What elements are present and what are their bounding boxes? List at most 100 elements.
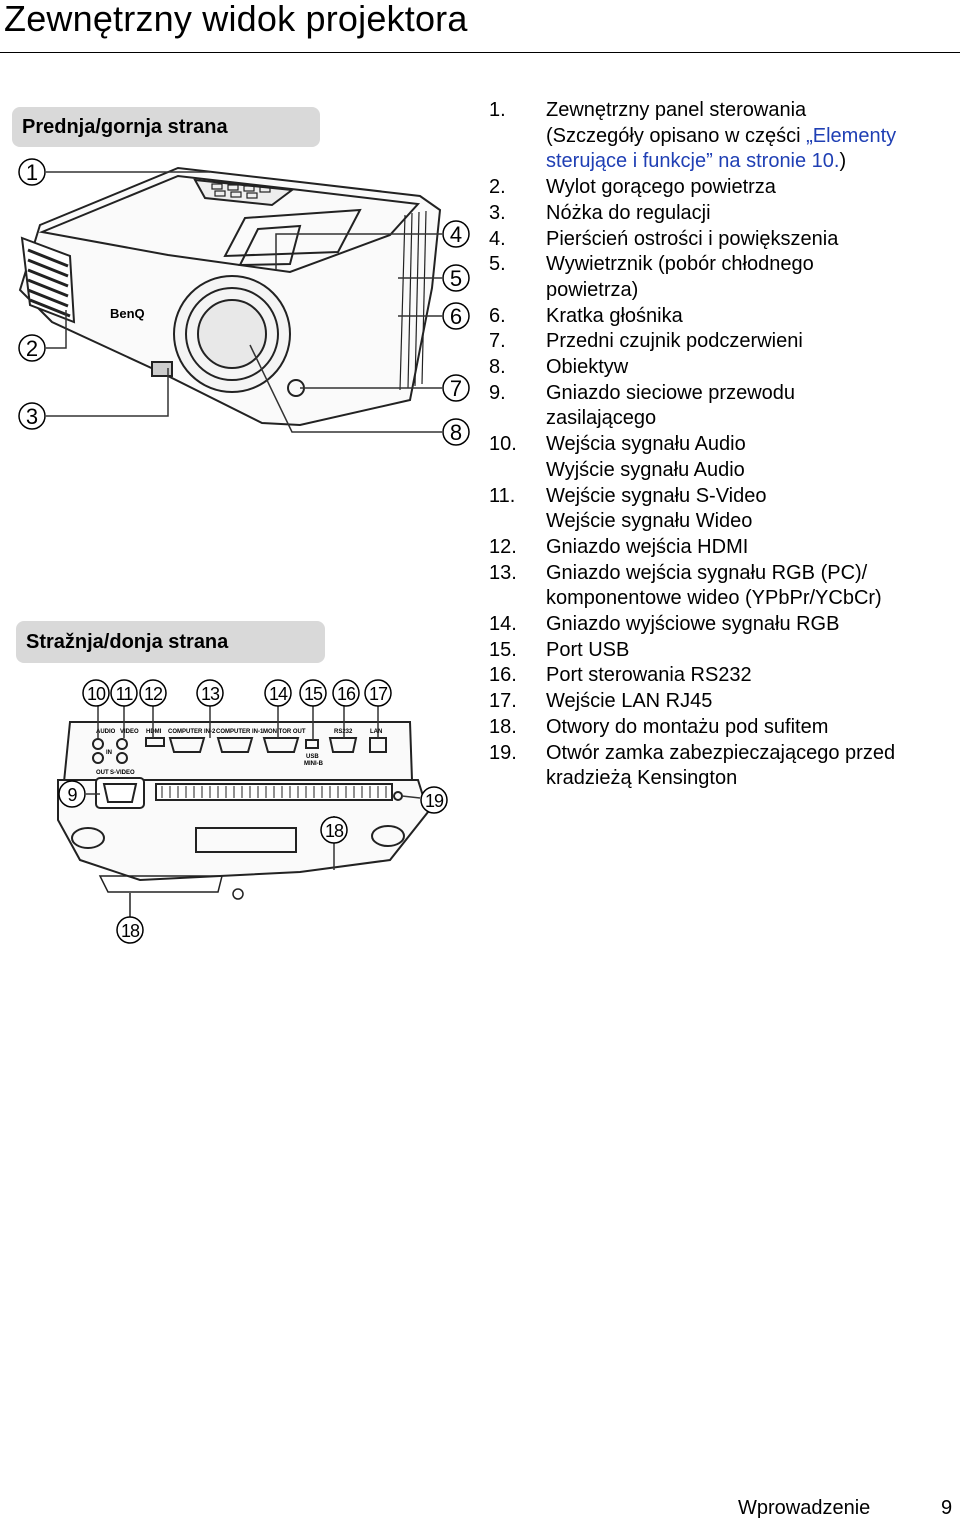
svg-text:14: 14 [269, 684, 288, 704]
port-label-usb: USB [306, 754, 319, 760]
list-item-text: Port sterowania RS232 [546, 663, 960, 689]
svg-text:8: 8 [450, 420, 462, 445]
list-item-number: 1. [489, 99, 506, 121]
list-item-detail: (Szczegóły opisano w części „Elementy st… [546, 124, 960, 175]
callout-12: 12 [139, 679, 167, 707]
svg-text:3: 3 [26, 404, 38, 429]
list-item-text: Obiektyw [546, 355, 960, 381]
list-item-line: Gniazdo wejścia HDMI [546, 535, 749, 558]
section-label-back: Stražnja/donja strana [16, 621, 325, 663]
callout-8: 8 [442, 418, 470, 446]
svg-text:1: 1 [26, 160, 38, 185]
list-item-line: kradzieżą Kensington [546, 767, 738, 790]
port-label-computer-in2: COMPUTER IN-2 [168, 729, 216, 735]
callout-19: 19 [420, 786, 448, 814]
list-item-number: 10. [489, 433, 517, 456]
list-item-text: Pierścień ostrości i powiększenia [546, 227, 960, 253]
list-item-line: Wejście sygnału Wideo [546, 510, 753, 533]
port-label-s-video: S-VIDEO [110, 770, 135, 776]
list-item-number: 8. [489, 356, 506, 379]
list-item: 12.Gniazdo wejścia HDMI [489, 535, 960, 561]
list-item-text: Wylot gorącego powietrza [546, 175, 960, 201]
list-item-line: Wejścia sygnału Audio [546, 433, 746, 456]
list-item-number: 9. [489, 381, 506, 404]
title-rule [0, 52, 960, 53]
port-label-mini-b: MINI-B [304, 761, 324, 767]
callout-11: 11 [110, 679, 138, 707]
detail-suffix: ) [839, 150, 847, 173]
callout-6: 6 [442, 302, 470, 330]
list-item-line: Port sterowania RS232 [546, 664, 752, 687]
port-label-out: OUT [96, 770, 109, 776]
callout-9: 9 [58, 780, 86, 808]
list-item-number: 13. [489, 561, 517, 584]
list-item-text: Gniazdo wyjściowe sygnału RGB [546, 612, 960, 638]
callout-2: 2 [18, 334, 46, 362]
list-item-line: Wyjście sygnału Audio [546, 458, 745, 481]
port-label-audio: AUDIO [96, 729, 116, 735]
svg-text:11: 11 [116, 684, 134, 704]
projector-front-illustration: BenQ 1 2 3 4 5 6 7 8 [18, 158, 470, 446]
parts-list: 1. Zewnętrzny panel sterowania(Szczegóły … [489, 98, 960, 792]
svg-text:6: 6 [450, 304, 462, 329]
list-item-line: komponentowe wideo (YPbPr/YCbCr) [546, 587, 882, 610]
list-item: 1. Zewnętrzny panel sterowania(Szczegóły … [489, 98, 960, 175]
list-item-text: Nóżka do regulacji [546, 201, 960, 227]
list-item-number: 15. [489, 638, 517, 661]
projector-back-illustration: AUDIO VIDEO IN OUT S-VIDEO HDMI COMPUTER… [57, 679, 448, 944]
svg-text:16: 16 [337, 684, 356, 704]
svg-text:19: 19 [425, 791, 444, 811]
list-item-text: Otwór zamka zabezpieczającego przed kradz… [546, 741, 960, 792]
controls-page-link[interactable]: „Elementy sterujące i funkcje” na stroni… [546, 124, 897, 173]
svg-text:18: 18 [325, 821, 344, 841]
list-item-number: 18. [489, 715, 517, 738]
svg-text:18: 18 [121, 921, 140, 941]
callout-14: 14 [264, 679, 292, 707]
callout-4: 4 [442, 220, 470, 248]
list-item-line: Gniazdo wyjściowe sygnału RGB [546, 613, 840, 636]
list-item-line: Otwór zamka zabezpieczającego przed [546, 741, 896, 764]
list-item: 18. Otwory do montażu pod sufitem [489, 715, 960, 741]
list-item: 8. Obiektyw [489, 355, 960, 381]
svg-text:4: 4 [450, 222, 462, 247]
port-label-lan: LAN [370, 729, 382, 735]
list-item-line: Otwory do montażu pod sufitem [546, 715, 829, 738]
callout-18-lower: 18 [116, 916, 144, 944]
list-item: 7. Przedni czujnik podczerwieni [489, 329, 960, 355]
port-label-in: IN [106, 750, 112, 756]
list-item-text: Wejście LAN RJ45 [546, 689, 960, 715]
list-item-line: Pierścień ostrości i powiększenia [546, 227, 839, 250]
port-label-video: VIDEO [120, 729, 139, 735]
list-item-number: 14. [489, 613, 517, 636]
list-item-line: Wylot gorącego powietrza [546, 176, 776, 199]
svg-text:2: 2 [26, 336, 38, 361]
list-item: 17. Wejście LAN RJ45 [489, 689, 960, 715]
footer-section: Wprowadzenie [738, 1497, 871, 1519]
list-item-number: 7. [489, 330, 506, 353]
footer-page-number: 9 [941, 1497, 953, 1519]
callout-1: 1 [18, 158, 46, 186]
list-item-text: Gniazdo wejścia sygnału RGB (PC)/kompone… [546, 561, 960, 612]
detail-prefix: (Szczegóły opisano w części [546, 124, 807, 147]
list-item-line: Port USB [546, 638, 630, 661]
list-item-number: 2. [489, 176, 506, 199]
callout-18-upper: 18 [320, 816, 348, 844]
page-title: Zewnętrzny widok projektora [4, 0, 468, 39]
list-item-text: Gniazdo wejścia HDMI [546, 535, 960, 561]
list-item-number: 6. [489, 304, 506, 327]
list-item-text: Zewnętrzny panel sterowania(Szczegóły op… [546, 98, 960, 175]
svg-text:12: 12 [144, 684, 163, 704]
svg-text:13: 13 [201, 684, 220, 704]
list-item-number: 17. [489, 690, 517, 713]
list-item: 16.Port sterowania RS232 [489, 663, 960, 689]
port-label-hdmi: HDMI [146, 729, 162, 735]
list-item-number: 11. [489, 484, 516, 507]
list-item-line: Gniazdo sieciowe przewodu [546, 381, 796, 404]
list-item-text: Przedni czujnik podczerwieni [546, 329, 960, 355]
